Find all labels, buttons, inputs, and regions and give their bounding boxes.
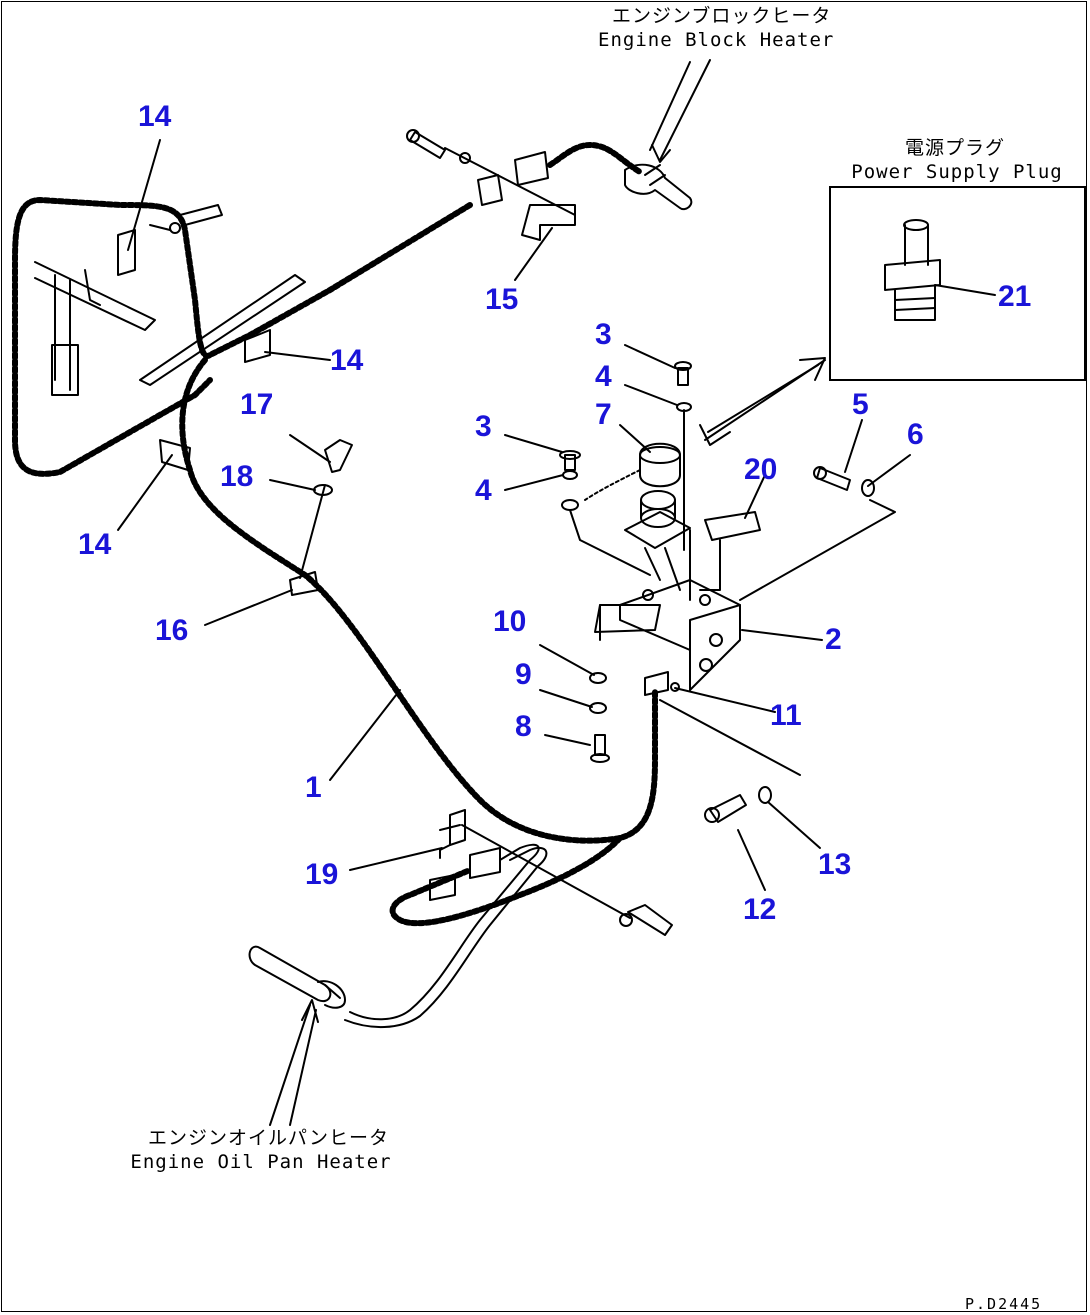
callout-15: 15 [485, 283, 519, 316]
callout-9: 9 [515, 658, 532, 691]
left-loop-harness [12, 197, 473, 477]
callout-14-bottom: 14 [78, 528, 112, 561]
callout-8: 8 [515, 710, 532, 743]
callout-6: 6 [907, 418, 924, 451]
power-supply-plug-caption-en: Power Supply Plug [851, 161, 1063, 183]
callout-5: 5 [852, 388, 869, 421]
callout-11: 11 [770, 699, 802, 732]
callout-16: 16 [155, 614, 189, 647]
callout-19: 19 [305, 858, 339, 891]
callout-10: 10 [493, 605, 527, 638]
callout-4-lower: 4 [475, 474, 492, 507]
callout-2: 2 [825, 623, 842, 656]
callout-3-upper: 3 [595, 318, 612, 351]
callout-14-top: 14 [138, 100, 172, 133]
callout-1: 1 [305, 771, 322, 804]
callout-18: 18 [220, 460, 254, 493]
callout-20: 20 [744, 453, 778, 486]
receptacle-box [619, 579, 741, 691]
engine-oil-pan-heater-caption-en: Engine Oil Pan Heater [130, 1151, 392, 1173]
engine-block-heater-caption-en: Engine Block Heater [598, 29, 835, 51]
callout-17: 17 [240, 388, 274, 421]
power-supply-plug-caption-jp: 電源プラグ [904, 137, 1005, 159]
callout-12: 12 [743, 893, 777, 926]
callout-21: 21 [998, 280, 1032, 313]
callout-7: 7 [595, 398, 612, 431]
engine-block-heater-caption-jp: エンジンブロックヒータ [612, 5, 832, 27]
power-supply-plug-inset [829, 186, 1086, 381]
drawing-number: P.D2445 [965, 1295, 1043, 1313]
callout-13: 13 [818, 848, 852, 881]
callout-3-lower: 3 [475, 410, 492, 443]
engine-oil-pan-heater-caption-jp: エンジンオイルパンヒータ [148, 1127, 389, 1149]
callout-14-middle: 14 [330, 344, 364, 377]
callout-4-upper: 4 [595, 360, 612, 393]
main-harness-1 [179, 357, 658, 844]
